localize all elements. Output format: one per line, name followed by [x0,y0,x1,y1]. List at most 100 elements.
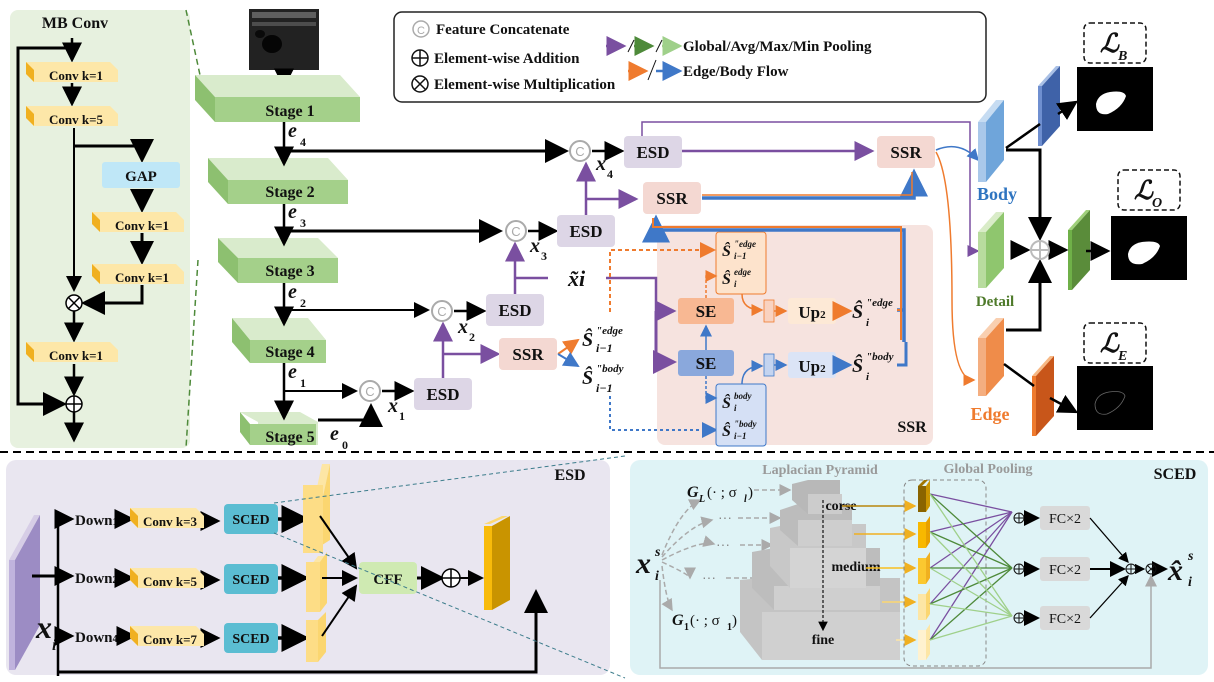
s-hat-body-out: Ŝ [852,353,863,377]
svg-text:0: 0 [342,438,348,452]
global-pooling-flow [433,121,980,378]
esd-block-4[interactable]: ESD [624,136,682,168]
feature-e2: e [288,281,297,303]
svg-text:Ŝ: Ŝ [722,269,731,288]
scale-feature-1 [303,464,330,553]
svg-text:"body: "body [734,419,757,429]
s-hat-body-prev: Ŝ [582,365,593,389]
svg-text:"edge: "edge [866,297,893,309]
svg-text:Down4: Down4 [75,630,118,646]
svg-text:s: s [654,545,661,560]
svg-text:FC×2: FC×2 [1049,563,1081,578]
svg-text:Stage 3: Stage 3 [265,263,314,280]
x3-label: x [529,235,540,257]
esd-input-feature [9,515,40,670]
add-icon [411,49,429,67]
fc-block-1[interactable]: FC×2 [1040,506,1090,530]
x4-label: x [595,153,606,175]
fc-block-2[interactable]: FC×2 [1040,557,1090,581]
svg-text:SSR: SSR [890,143,922,162]
svg-text:4: 4 [300,135,306,149]
edge-head [1032,356,1054,436]
gap-block: GAP [102,162,180,188]
svg-text:1: 1 [684,622,689,633]
se-edge-block[interactable]: SE [678,298,734,324]
svg-text:SE: SE [696,354,717,373]
detail-label: Detail [976,294,1014,310]
esd-block-2[interactable]: ESD [486,294,544,326]
svg-text:i: i [866,317,870,329]
svg-text:ℒ: ℒ [1134,176,1154,205]
svg-text:edge: edge [734,267,751,277]
esd-block-3[interactable]: ESD [557,215,615,247]
multiply-icon [65,294,83,312]
ssr-block-3[interactable]: SSR [877,136,935,168]
svg-text:1: 1 [727,622,732,633]
concat-icon [412,20,430,38]
svg-text:GAP: GAP [125,169,157,185]
esd-conv-1: Conv k=3 [130,508,204,529]
svg-text:i−1: i−1 [734,431,746,441]
svg-text:1: 1 [300,376,306,390]
svg-text:body: body [734,391,753,401]
add-icon [65,395,83,413]
edge-feature [978,318,1004,396]
conv-block-5: Conv k=1 [26,342,118,363]
s-hat-edge-prev: Ŝ [582,327,593,351]
svg-text:2: 2 [300,296,306,310]
svg-text:Laplacian Pyramid: Laplacian Pyramid [762,463,878,478]
esd-block-1[interactable]: ESD [414,378,472,410]
upsample-edge-block[interactable]: Up2 [788,298,836,324]
body-head [1038,66,1060,146]
ssr-panel [657,225,933,445]
se-body-block[interactable]: SE [678,350,734,376]
skip-connections [284,139,569,427]
sced-output-label: x̂ [1167,554,1183,587]
svg-text:ESD: ESD [498,301,531,320]
feature-e4: e [288,120,297,142]
svg-text:FC×2: FC×2 [1049,512,1081,527]
body-label: Body [977,184,1017,204]
level-fine: fine [812,633,835,648]
svg-text:ESD: ESD [636,143,669,162]
sced-block-1[interactable]: SCED [224,504,278,534]
svg-text:i: i [1188,575,1192,590]
ssr-block-1[interactable]: SSR [499,338,557,370]
feature-map-icon [763,299,775,323]
svg-text:ESD: ESD [426,385,459,404]
conv-block-3: Conv k=1 [92,212,184,233]
concat-icon: C [569,140,591,162]
esd-output-feature [484,516,510,610]
legend: C Feature Concatenate Element-wise Addit… [393,11,987,103]
svg-text:Conv k=5: Conv k=5 [143,574,198,589]
svg-text:i: i [52,637,57,654]
svg-text:ESD: ESD [554,467,585,484]
ssr-block-2[interactable]: SSR [643,182,701,214]
mbconv-title: MB Conv [42,15,108,32]
svg-text:(· ; σ: (· ; σ [707,485,737,501]
cff-block[interactable]: CFF [359,562,417,594]
sced-block-2[interactable]: SCED [224,564,278,594]
global-pooling-box [903,479,987,667]
stage-1: Stage 1 [195,75,360,122]
svg-text:O: O [1152,196,1162,211]
sced-block-3[interactable]: SCED [224,623,278,653]
svg-text:Down2: Down2 [75,571,118,587]
scale-feature-3 [306,612,326,662]
esd-panel: ESD xi Down1 Down2 Down4 Conv k=3 Conv k… [6,460,610,676]
svg-text:SE: SE [696,302,717,321]
upsample-body-block[interactable]: Up2 [788,352,836,378]
svg-text:L: L [698,494,705,505]
svg-text:Conv k=1: Conv k=1 [115,270,169,285]
svg-text:"body: "body [596,363,624,375]
svg-text:i−1: i−1 [596,341,613,355]
stage-5: Stage 5 [240,412,318,446]
svg-text:Up2: Up2 [798,303,826,322]
svg-text:i−1: i−1 [596,381,613,395]
legend-pooling: Global/Avg/Max/Min Pooling [683,39,872,55]
x2-label: x [457,316,468,338]
fc-block-3[interactable]: FC×2 [1040,606,1090,630]
svg-text:Stage 1: Stage 1 [265,103,314,120]
zoom-guide [185,9,201,76]
